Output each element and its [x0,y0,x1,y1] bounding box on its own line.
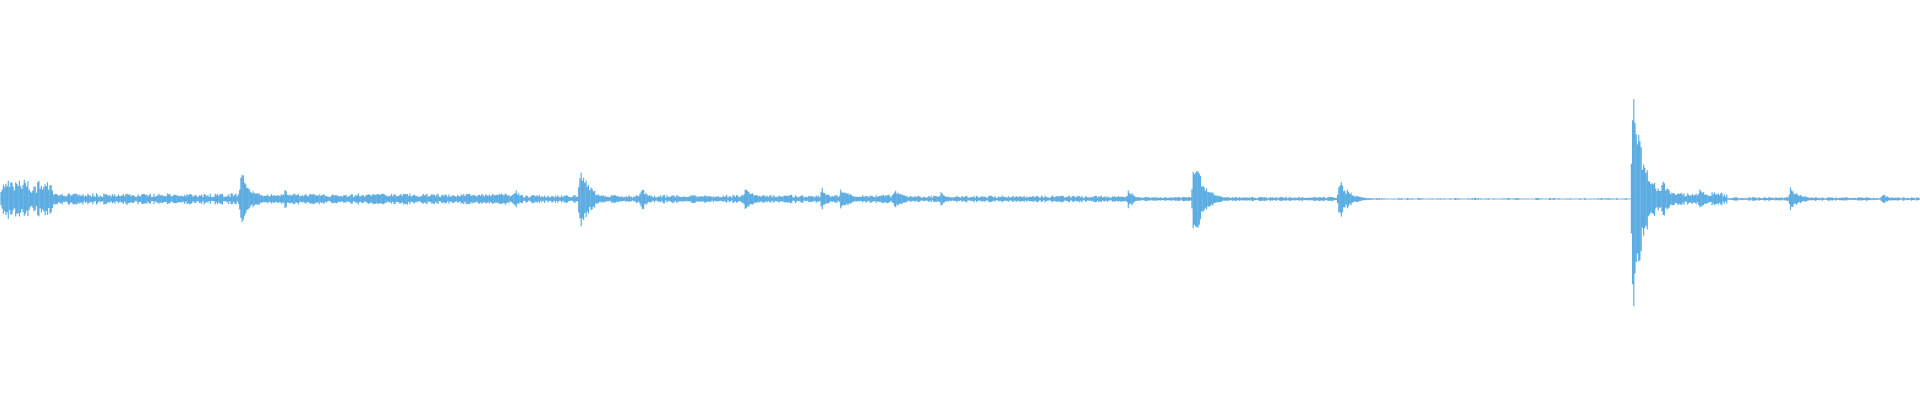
audio-waveform [0,99,1920,307]
waveform-panel [0,99,1920,307]
